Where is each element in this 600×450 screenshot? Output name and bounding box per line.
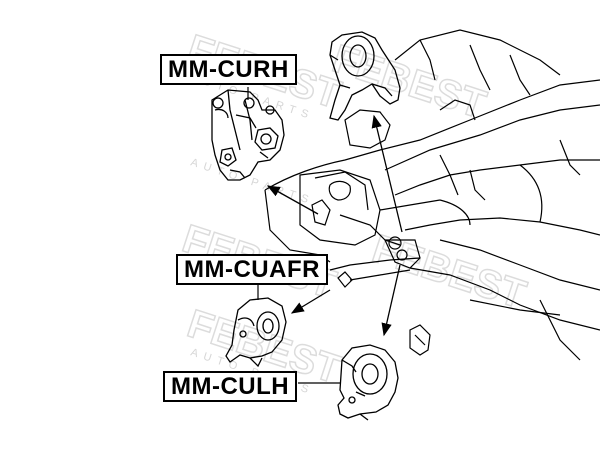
- mount-curh-drawing: [211, 89, 285, 181]
- mount-culh-drawing: [337, 344, 399, 421]
- engine-assembly: [264, 29, 600, 361]
- part-number-label-curh: MM-CURH: [160, 54, 297, 85]
- part-number-label-culh: MM-CULH: [163, 371, 298, 402]
- arrow-icon: [266, 114, 403, 337]
- mount-cuafr-drawing: [225, 297, 287, 368]
- mount-upper-right-drawing: [329, 31, 401, 121]
- part-number-label-cuafr: MM-CUAFR: [176, 254, 328, 285]
- svg-text:AUTO PARTS: AUTO PARTS: [189, 156, 315, 207]
